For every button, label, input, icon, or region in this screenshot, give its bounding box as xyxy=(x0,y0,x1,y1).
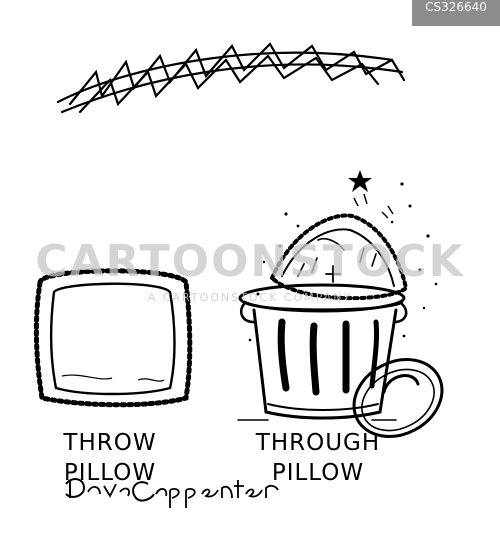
throw-pillow-drawing xyxy=(33,268,193,408)
cartoon-id-tag: CS326640 xyxy=(412,0,500,26)
signature-drawing xyxy=(65,478,279,508)
flies-and-star xyxy=(248,170,438,342)
caption-throw-pillow: THROW PILLOW xyxy=(46,428,174,488)
caption-line: PILLOW xyxy=(63,460,157,486)
caption-line: THROW xyxy=(63,430,157,456)
scribble-cloud xyxy=(56,42,406,114)
caption-through-pillow: THROUGH PILLOW xyxy=(248,428,388,488)
caption-line: THROUGH xyxy=(255,430,381,456)
caption-line: PILLOW xyxy=(271,460,365,486)
trash-can-drawing xyxy=(237,213,444,438)
